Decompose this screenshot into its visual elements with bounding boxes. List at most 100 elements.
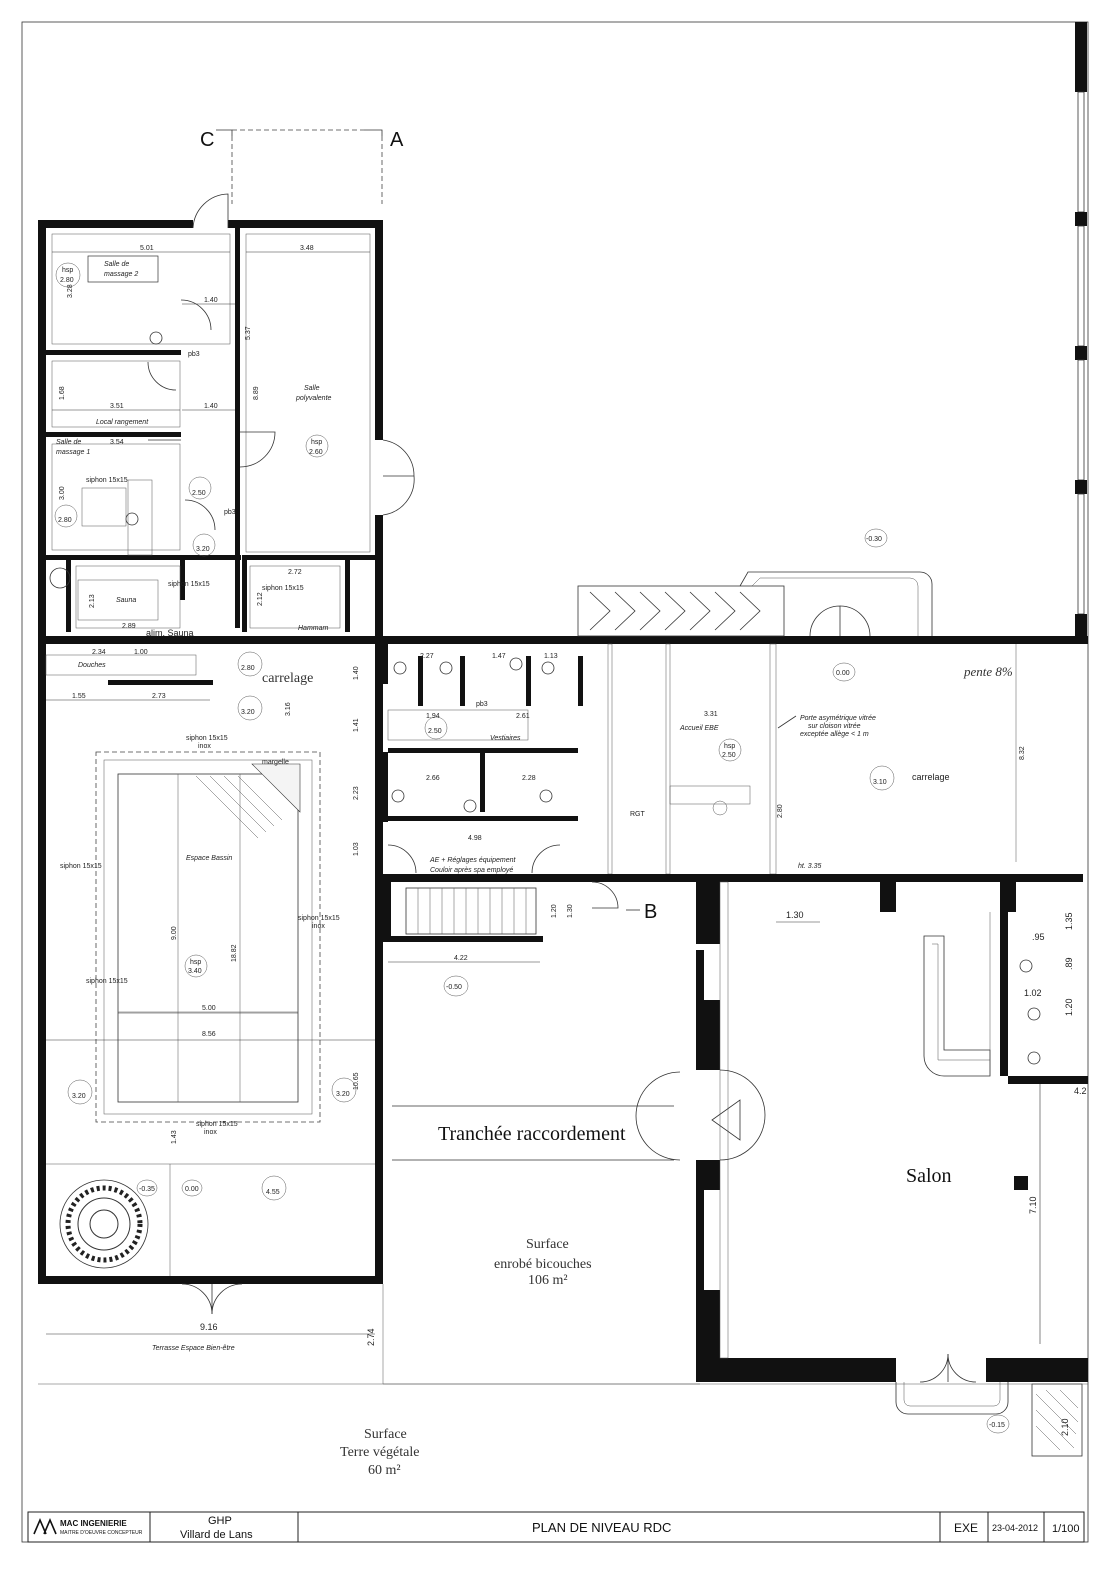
siphon-label-6: siphon 15x15: [298, 915, 340, 922]
spa-upper-block: [38, 193, 1088, 644]
inox-label-1: inox: [198, 743, 211, 750]
inox-label-2: inox: [312, 923, 325, 930]
dim-1-40-a: 1.40: [204, 297, 218, 304]
level-minus-0-50: -0.50: [446, 984, 462, 991]
siphon-label-3: siphon 15x15: [168, 581, 210, 588]
dim-2-61: 2.61: [516, 713, 530, 720]
level-minus-0-15: -0.15: [989, 1422, 1005, 1429]
room-massage-1-line1: Salle de: [56, 439, 81, 446]
dim-3-48: 3.48: [300, 245, 314, 252]
dim-3-51: 3.51: [110, 403, 124, 410]
surface-green-line3: 60 m²: [368, 1463, 401, 1478]
dim-3-28: 3.28: [67, 284, 74, 298]
ae-note-line2: Couloir après spa employé: [430, 867, 513, 874]
dim-5-01: 5.01: [140, 245, 154, 252]
title-block: MAC INGENIERIE MAITRE D'OEUVRE CONCEPTEU…: [27, 1511, 1085, 1543]
dim-4-22: 4.22: [454, 955, 468, 962]
drawing-scale: 1/100: [1052, 1523, 1080, 1535]
hsp-right: 3.20: [336, 1091, 350, 1098]
siphon-label-5: siphon 15x15: [60, 863, 102, 870]
dim-2-27: 2.27: [420, 653, 434, 660]
hsp-left: 3.20: [72, 1093, 86, 1100]
room-accueil: Accueil EBE: [679, 725, 719, 732]
dim-4-98: 4.98: [468, 835, 482, 842]
dim-2-89: 2.89: [122, 623, 136, 630]
dim-1-40-b: 1.40: [204, 403, 218, 410]
level-0-00-pool: 0.00: [185, 1186, 199, 1193]
hsp-bassin: 3.40: [188, 968, 202, 975]
section-b-label: B: [644, 901, 657, 923]
carrelage-label-2: carrelage: [912, 772, 950, 782]
siphon-label-4: siphon 15x15: [186, 735, 228, 742]
dim-2-10: 2.10: [1060, 1418, 1070, 1436]
carrelage-label-1: carrelage: [262, 671, 313, 686]
drawing-frame: [21, 21, 1089, 1543]
room-douches: Douches: [78, 662, 106, 669]
margelle-label: margelle: [262, 759, 289, 766]
tranchee-label: Tranchée raccordement: [438, 1123, 626, 1145]
siphon-label-8: siphon 15x15: [196, 1121, 238, 1128]
door-note-line3: exceptée allège < 1 m: [800, 731, 869, 738]
hsp-label-polyvalente: hsp: [311, 439, 322, 446]
dim-5-00: 5.00: [202, 1005, 216, 1012]
room-massage-1-line2: massage 1: [56, 449, 90, 456]
hsp-label-massage-2: hsp: [62, 267, 73, 274]
entrance-ramp: [577, 571, 933, 637]
dim-1-35: 1.35: [1064, 912, 1074, 930]
dim-1-68: 1.68: [59, 386, 66, 400]
room-sauna: Sauna: [116, 597, 136, 604]
dim-1-43: 1.43: [171, 1130, 178, 1144]
alim-sauna-label: alim. Sauna: [146, 628, 194, 638]
section-a-label: A: [390, 129, 404, 151]
dim-4-2: 4.2: [1074, 1086, 1087, 1096]
dim-2-74: 2.74: [366, 1328, 376, 1346]
dim-3-31: 3.31: [704, 711, 718, 718]
hsp-massage-1: 2.80: [58, 517, 72, 524]
hsp-lower: 4.55: [266, 1189, 280, 1196]
section-marks: C A: [200, 129, 404, 204]
dim-8-89: 8.89: [253, 386, 260, 400]
changing-area: 2.27 1.47 1.13 2.61 1.94 2.50 pb3 Vestia…: [383, 643, 784, 875]
hsp-accueil: 2.50: [722, 752, 736, 759]
hsp-label-bassin: hsp: [190, 959, 201, 966]
pente-label: pente 8%: [963, 664, 1013, 679]
hsp-vestiaire: 2.50: [428, 728, 442, 735]
surface-green-line2: Terre végétale: [340, 1445, 419, 1460]
company-logo-icon: [33, 1517, 57, 1535]
dim-1-30-stair: 1.30: [567, 904, 574, 918]
stairs: 1.20 1.30 B: [383, 874, 1083, 942]
dim-2-28: 2.28: [522, 775, 536, 782]
dim-1-03: 1.03: [353, 842, 360, 856]
dim-1-55: 1.55: [72, 693, 86, 700]
room-massage-2-line1: Salle de: [104, 261, 129, 268]
hsp-carrelage: 2.80: [241, 665, 255, 672]
dim-1-13: 1.13: [544, 653, 558, 660]
dim-8-56: 8.56: [202, 1031, 216, 1038]
dim-1-47: 1.47: [492, 653, 506, 660]
pool-area: Douches 2.34 1.00 1.55 2.73 carrelage 2.…: [38, 644, 384, 1384]
dim-1-00: 1.00: [134, 649, 148, 656]
room-espace-bassin: Espace Bassin: [186, 855, 232, 862]
hsp-corridor: 3.20: [241, 709, 255, 716]
drawing-phase: EXE: [954, 1521, 978, 1535]
entrance-hall: 0.00 pente 8% Porte asymétrique vitrée s…: [777, 644, 1026, 870]
room-salon: Salon: [906, 1165, 952, 1187]
drawing-title: PLAN DE NIVEAU RDC: [532, 1520, 671, 1535]
dim-1-02: 1.02: [1024, 988, 1042, 998]
project-name: GHP: [208, 1515, 232, 1527]
dim-2-72: 2.72: [288, 569, 302, 576]
dim-9-16: 9.16: [200, 1322, 218, 1332]
jacuzzi: [59, 1179, 149, 1269]
siphon-label-2: siphon 15x15: [262, 585, 304, 592]
siphon-label-1: siphon 15x15: [86, 477, 128, 484]
pb3-label-2: pb3: [224, 509, 236, 516]
hsp-label-accueil: hsp: [724, 743, 735, 750]
pb3-label-3: pb3: [476, 701, 488, 708]
project-location: Villard de Lans: [180, 1529, 253, 1541]
dim-5-37: 5.37: [245, 326, 252, 340]
green-surface: Surface Terre végétale 60 m²: [38, 1383, 1088, 1478]
spa-upper-labels: 5.01 3.48 Salle de massage 2 hsp 2.80 3.…: [52, 245, 370, 638]
room-salle-polyvalente-line2: polyvalente: [295, 395, 332, 402]
level-minus-0-30: -0.30: [866, 536, 882, 543]
